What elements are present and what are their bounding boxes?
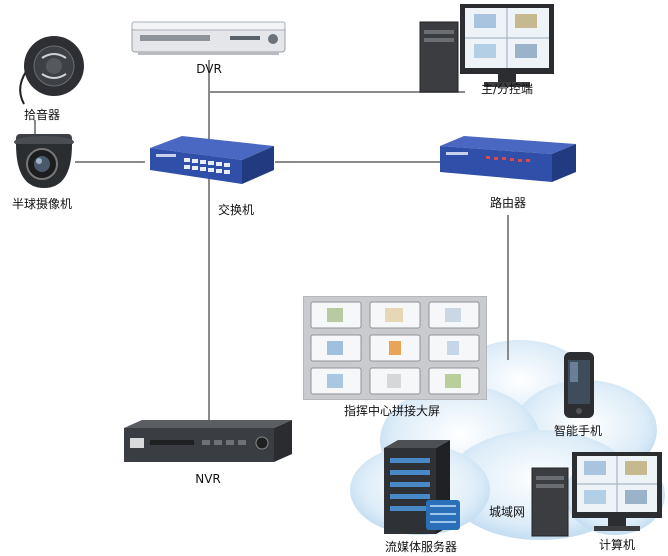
video-wall (302, 295, 488, 401)
video-wall-label: 指挥中心拼接大屏 (343, 404, 441, 418)
router-label: 路由器 (489, 196, 527, 210)
wan-label: 城域网 (488, 505, 526, 519)
smartphone-label: 智能手机 (553, 424, 603, 438)
pickup-device (10, 36, 90, 106)
nvr-icon (124, 420, 292, 462)
server-icon (384, 440, 460, 534)
dvr-device (130, 18, 287, 58)
video-wall-icon (302, 295, 488, 401)
smartphone-icon (564, 352, 594, 418)
media-server-device (376, 438, 466, 536)
microphone-icon (19, 36, 84, 105)
monitor-station-label: 主/分控端 (480, 82, 534, 96)
computer-icon (531, 452, 662, 537)
workstation-icon (419, 4, 554, 93)
computer-device (530, 450, 664, 538)
dvr-icon (131, 21, 286, 55)
media-server-label: 流媒体服务器 (384, 540, 458, 554)
dvr-label: DVR (196, 62, 222, 76)
smartphone-device (562, 350, 596, 420)
camera-icon (14, 134, 74, 188)
dome-camera-device (10, 130, 80, 192)
router-device (436, 132, 578, 190)
nvr-label: NVR (195, 472, 221, 486)
nvr-device (120, 418, 295, 466)
monitor-station (418, 4, 558, 96)
pickup-label: 拾音器 (23, 108, 61, 122)
dome-camera-label: 半球摄像机 (11, 197, 73, 211)
switch-label: 交换机 (217, 203, 255, 217)
switch-icon (150, 136, 274, 184)
computer-label: 计算机 (598, 538, 636, 552)
router-icon (440, 136, 576, 182)
switch-device (142, 132, 277, 194)
